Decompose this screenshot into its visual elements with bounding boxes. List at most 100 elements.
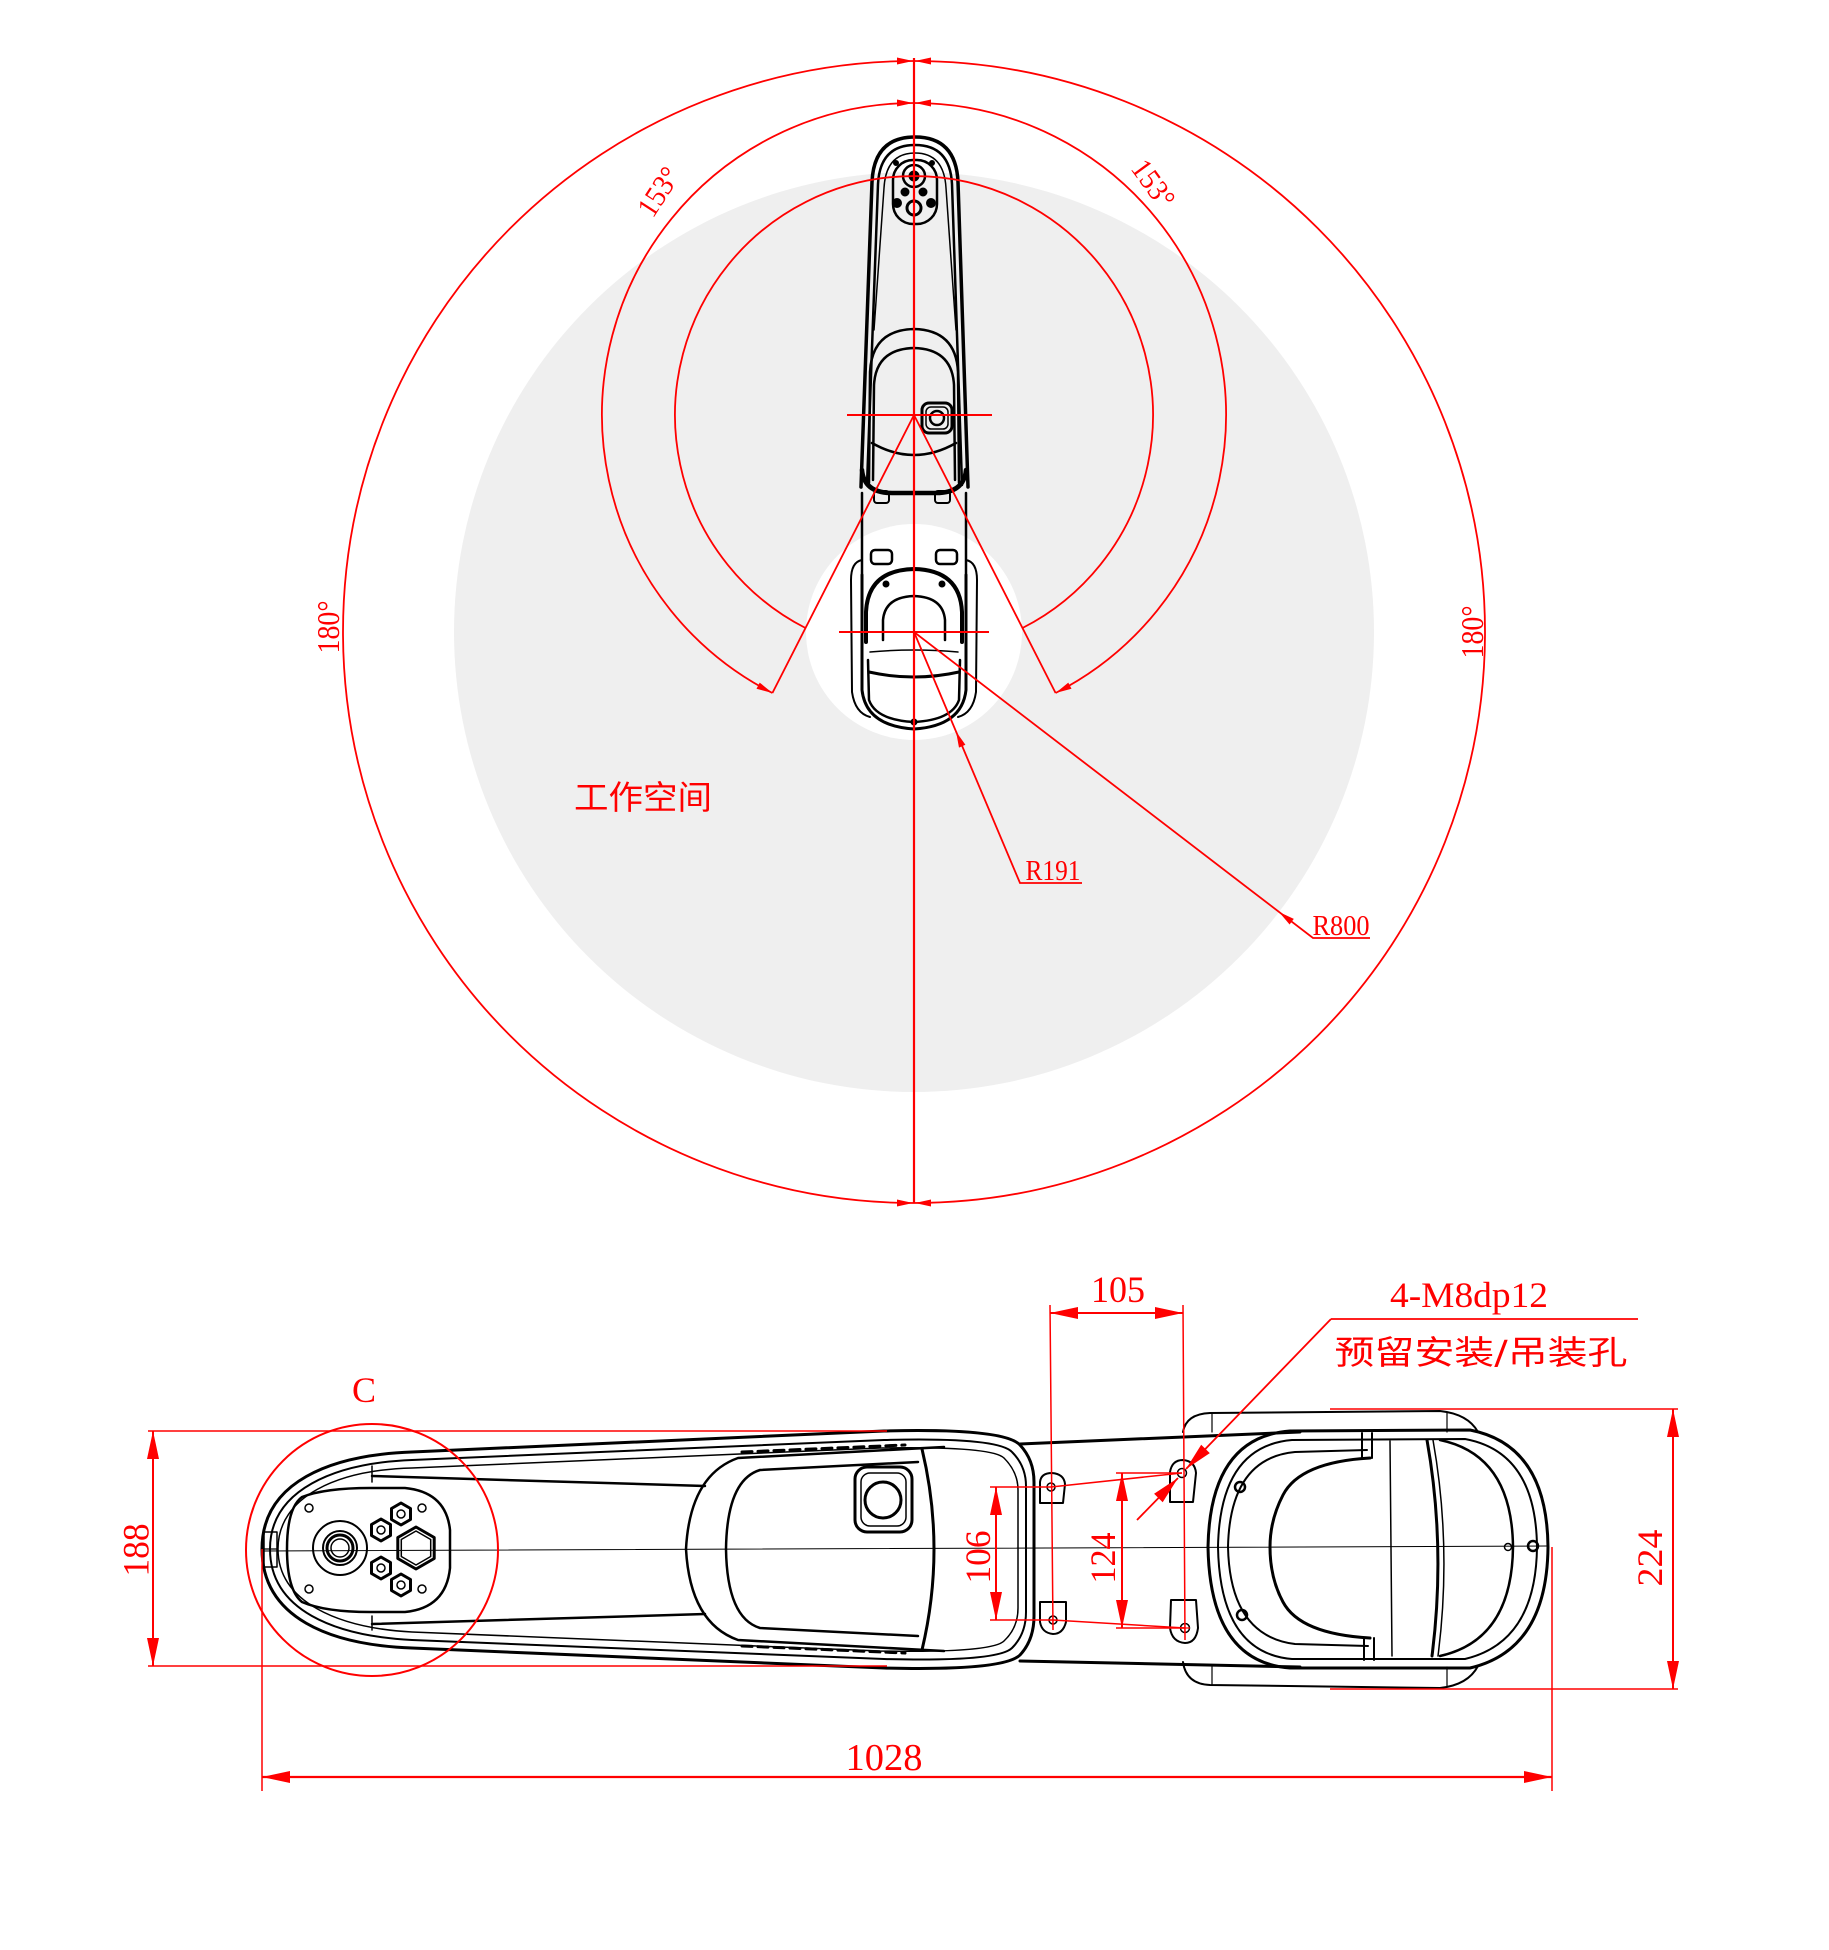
dim-105-extensions [1049,1304,1186,1641]
arm-button-housing [853,1465,914,1534]
screw [882,580,890,588]
cover-vent-slots [740,1443,907,1655]
mount-tab [869,548,894,566]
screw [304,1584,314,1594]
air-fitting-hex [390,1501,412,1527]
inner-radius-label: R191 [1026,856,1081,887]
dim-106-extensions [990,1472,1186,1629]
centerline [261,1545,1549,1552]
forearm-outline [260,1429,1036,1670]
air-fitting-bore [376,1525,386,1535]
arm-button-bezel [925,406,949,430]
arrow-icon [1116,1600,1128,1628]
arrow-icon [897,1199,913,1207]
screw [1235,1608,1249,1622]
dim-188-label: 188 [117,1524,158,1577]
arrow-icon [147,1638,159,1666]
forearm-channel [370,1474,707,1626]
base-body-inner [1217,1438,1538,1660]
link-edges [1018,1430,1302,1669]
top-view-arrowheads [756,57,1294,1207]
arrow-icon [1155,1307,1183,1319]
side-view: C 188 1028 224 105 106 124 4-M8dp12 预留安装… [117,1270,1679,1791]
joint2-limit-lines [771,414,1057,694]
robot-side-view [260,1410,1550,1689]
side-view-labels: C 188 1028 224 105 106 124 4-M8dp12 预留安装… [117,1270,1671,1779]
dim-105-label: 105 [1091,1270,1145,1311]
robot-top-view [850,135,978,731]
base-panel-edge [1425,1438,1440,1658]
hole-callout-spec: 4-M8dp12 [1390,1275,1548,1315]
arm-button [863,1480,903,1520]
arrow-icon [956,731,966,748]
joint2-angle-right-label: 153° [1124,153,1181,214]
hoist-hole-tab [1039,1601,1067,1635]
arrow-icon [1154,1478,1178,1503]
forearm-inner-outline [277,1446,1019,1653]
base-panel-edge [1432,1439,1445,1657]
arrow-icon [990,1592,1002,1620]
base-indicator [1503,1542,1513,1552]
dim-1028-extensions [261,1547,1553,1791]
port-dot [918,187,928,197]
arrow-icon [915,99,931,107]
port-dot [892,198,902,208]
arm-button [928,409,946,427]
cable-gland-hex [396,1525,436,1571]
hoist-hole-tab [1169,1599,1199,1644]
screw [304,1503,314,1513]
forearm-inner-outline [269,1438,1027,1661]
r800-leader [913,631,1370,939]
top-view-annotations [342,58,1486,1204]
screw [938,580,946,588]
dim-124-label: 124 [1083,1533,1123,1584]
arrow-icon [1055,682,1072,693]
arrow-icon [1279,912,1294,925]
base-body [1206,1428,1550,1670]
base-shell-bottom [1182,1661,1479,1689]
screw [417,1503,427,1513]
joint2-angle-left-label: 153° [631,161,687,223]
dim-1028-label: 1028 [846,1737,923,1779]
air-fitting-hex [370,1517,392,1543]
arrow-icon [915,57,931,65]
base-shell-seams [1211,1412,1448,1688]
hole-callout-leader [1185,1318,1638,1470]
base-horseshoe-tabs [1361,1432,1375,1661]
arrow-icon [147,1431,159,1459]
dim-106-label: 106 [958,1531,998,1584]
tool-connector-ring [322,1530,358,1566]
arm-button-housing [920,401,954,435]
arrow-icon [262,1771,290,1783]
detail-c-label: C [352,1370,376,1410]
base-shell-top [1182,1410,1479,1433]
mount-tab [934,548,959,566]
arrow-icon [1186,1444,1210,1469]
hole-callout-description: 预留安装/吊装孔 [1335,1333,1628,1372]
dim-124-extensions [1116,1472,1185,1629]
arrow-icon [990,1487,1002,1515]
arrow-icon [1667,1661,1679,1689]
arrow-icon [1667,1409,1679,1437]
arrow-icon [1116,1473,1128,1501]
cable-gland-hex-inner [400,1530,432,1566]
base-seam [1389,1440,1393,1657]
arrow-icon [897,99,913,107]
dim-224-extensions [1330,1408,1678,1690]
arrow-icon [897,57,913,65]
r191-leader [913,631,1082,884]
dim-188-extensions [148,1430,887,1667]
port-dot [926,198,936,208]
detail-c-circle [245,1423,499,1677]
arrow-icon [1050,1307,1078,1319]
dim-224-label: 224 [1630,1530,1670,1587]
mount-tab [873,490,890,504]
air-fitting-hex [390,1572,412,1598]
screw [1233,1480,1247,1494]
arrow-icon [915,1199,931,1207]
arrow-icon [1524,1771,1552,1783]
tool-connector [312,1520,368,1576]
air-fitting-bore [396,1509,406,1519]
